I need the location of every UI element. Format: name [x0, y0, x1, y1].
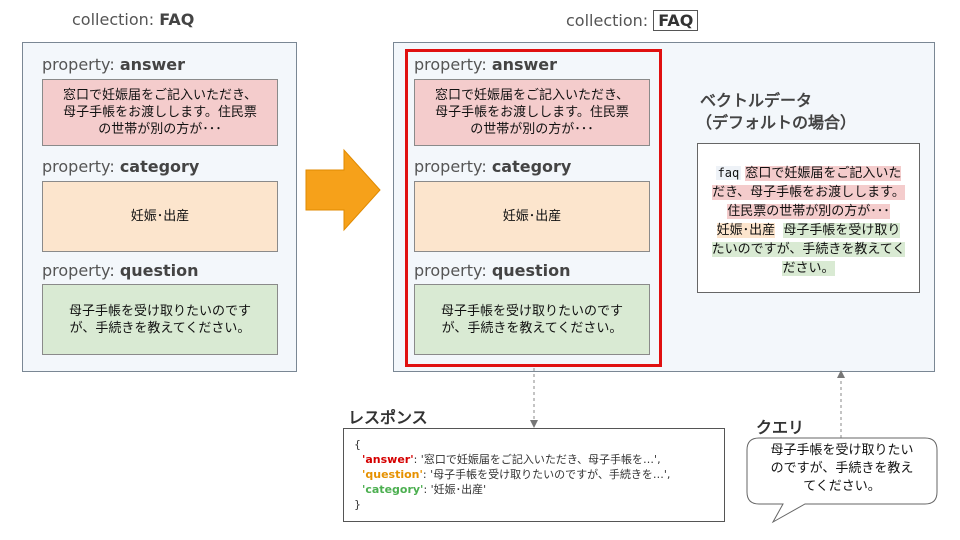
- vector-title-line: （デフォルトの場合）: [696, 113, 857, 132]
- prop-prefix: property:: [414, 157, 492, 176]
- answer-text-line: 窓口で妊娠届をご記入いただき、: [434, 88, 630, 103]
- answer-text-line: 母子手帳をお渡しします。住民票: [63, 105, 257, 120]
- response-box: { 'answer': '窓口で妊娠届をご記入いただき、母子手帳を…', 'qu…: [343, 428, 725, 522]
- category-text: 妊娠･出産: [502, 209, 562, 224]
- left-question-label: property: question: [42, 261, 199, 280]
- right-question-label: property: question: [414, 261, 571, 280]
- collection-prefix: collection:: [566, 11, 654, 30]
- vector-title: ベクトルデータ （デフォルトの場合）: [696, 90, 856, 134]
- query-title: クエリ: [756, 418, 805, 437]
- prop-name: question: [119, 261, 199, 280]
- response-question-line: 'question': '母子手帳を受け取りたいのですが、手続きを…',: [354, 467, 714, 482]
- vector-line: faq 窓口で妊娠届をご記入いた: [704, 164, 913, 183]
- answer-key: 'answer': [362, 453, 414, 466]
- speech-bubble-icon: [746, 437, 938, 524]
- collection-name: FAQ: [159, 10, 195, 29]
- vector-line: ださい。: [704, 259, 913, 278]
- vector-question-part: 母子手帳を受け取り: [783, 223, 901, 238]
- response-answer-line: 'answer': '窓口で妊娠届をご記入いただき、母子手帳を…',: [354, 452, 714, 467]
- vector-line: たいのですが、手続きを教えてく: [704, 240, 913, 259]
- vector-category-part: 妊娠･出産: [716, 223, 776, 238]
- prop-name: question: [491, 261, 571, 280]
- prop-name: category: [119, 157, 200, 176]
- category-key: 'category': [362, 483, 424, 496]
- answer-text-line: の世帯が別の方が･･･: [470, 122, 594, 137]
- question-text-line: が、手続きを教えてください。: [69, 320, 251, 336]
- prop-prefix: property:: [414, 55, 492, 74]
- right-question-field: 母子手帳を受け取りたいのです が、手続きを教えてください。: [414, 284, 650, 355]
- collection-name: FAQ: [653, 10, 699, 31]
- right-category-field: 妊娠･出産: [414, 181, 650, 252]
- left-answer-field: 窓口で妊娠届をご記入いただき、 母子手帳をお渡しします。住民票 の世帯が別の方が…: [42, 79, 278, 146]
- response-title: レスポンス: [348, 408, 428, 427]
- vector-title-line: ベクトルデータ: [700, 91, 813, 110]
- answer-value: : '窓口で妊娠届をご記入いただき、母子手帳を…',: [413, 453, 661, 466]
- vector-answer-part: だき、母子手帳をお渡しします。: [712, 185, 905, 200]
- vector-line: 住民票の世帯が別の方が･･･: [704, 202, 913, 221]
- prop-prefix: property:: [414, 261, 492, 280]
- vector-answer-part: 窓口で妊娠届をご記入いた: [745, 166, 902, 181]
- question-value: : '母子手帳を受け取りたいのですが、手続きを…',: [422, 468, 671, 481]
- prop-name: answer: [491, 55, 558, 74]
- vector-question-part: ださい。: [782, 261, 835, 276]
- prop-name: answer: [119, 55, 186, 74]
- collection-prefix: collection:: [72, 10, 160, 29]
- brace: {: [354, 438, 361, 451]
- vector-line: 妊娠･出産 母子手帳を受け取り: [704, 221, 913, 240]
- vector-question-part: たいのですが、手続きを教えてく: [711, 242, 906, 257]
- vector-data-box: faq 窓口で妊娠届をご記入いた だき、母子手帳をお渡しします。 住民票の世帯が…: [697, 143, 920, 293]
- prop-prefix: property:: [42, 157, 120, 176]
- question-text-line: 母子手帳を受け取りたいのです: [68, 303, 251, 319]
- query-line: のですが、手続きを教え: [770, 461, 914, 476]
- category-value: : '妊娠･出産': [423, 483, 487, 496]
- left-category-field: 妊娠･出産: [42, 181, 278, 252]
- answer-text-line: 窓口で妊娠届をご記入いただき、: [62, 88, 258, 103]
- category-text: 妊娠･出産: [130, 209, 190, 224]
- question-text-line: が、手続きを教えてください。: [441, 320, 623, 336]
- question-text-line: 母子手帳を受け取りたいのです: [440, 303, 623, 319]
- left-question-field: 母子手帳を受け取りたいのです が、手続きを教えてください。: [42, 284, 278, 355]
- prop-prefix: property:: [42, 261, 120, 280]
- right-answer-label: property: answer: [414, 55, 557, 74]
- faq-token: faq: [715, 166, 742, 180]
- prop-prefix: property:: [42, 55, 120, 74]
- question-key: 'question': [362, 468, 423, 481]
- right-arrow-icon: [305, 148, 381, 232]
- right-category-label: property: category: [414, 157, 571, 176]
- query-text: 母子手帳を受け取りたい のですが、手続きを教え てください。: [747, 442, 937, 496]
- left-answer-label: property: answer: [42, 55, 185, 74]
- answer-text-line: の世帯が別の方が･･･: [98, 122, 222, 137]
- prop-name: category: [491, 157, 572, 176]
- answer-text-line: 母子手帳をお渡しします。住民票: [435, 105, 629, 120]
- response-category-line: 'category': '妊娠･出産': [354, 482, 714, 497]
- left-category-label: property: category: [42, 157, 199, 176]
- highlight-frame: [405, 49, 662, 367]
- right-collection-title: collection: FAQ: [566, 10, 699, 31]
- brace: }: [354, 498, 361, 511]
- left-collection-title: collection: FAQ: [72, 10, 194, 29]
- query-line: 母子手帳を受け取りたい: [770, 443, 914, 458]
- vector-answer-part: 住民票の世帯が別の方が･･･: [727, 204, 890, 219]
- right-answer-field: 窓口で妊娠届をご記入いただき、 母子手帳をお渡しします。住民票 の世帯が別の方が…: [414, 79, 650, 146]
- vector-line: だき、母子手帳をお渡しします。: [704, 183, 913, 202]
- query-line: てください。: [803, 479, 881, 494]
